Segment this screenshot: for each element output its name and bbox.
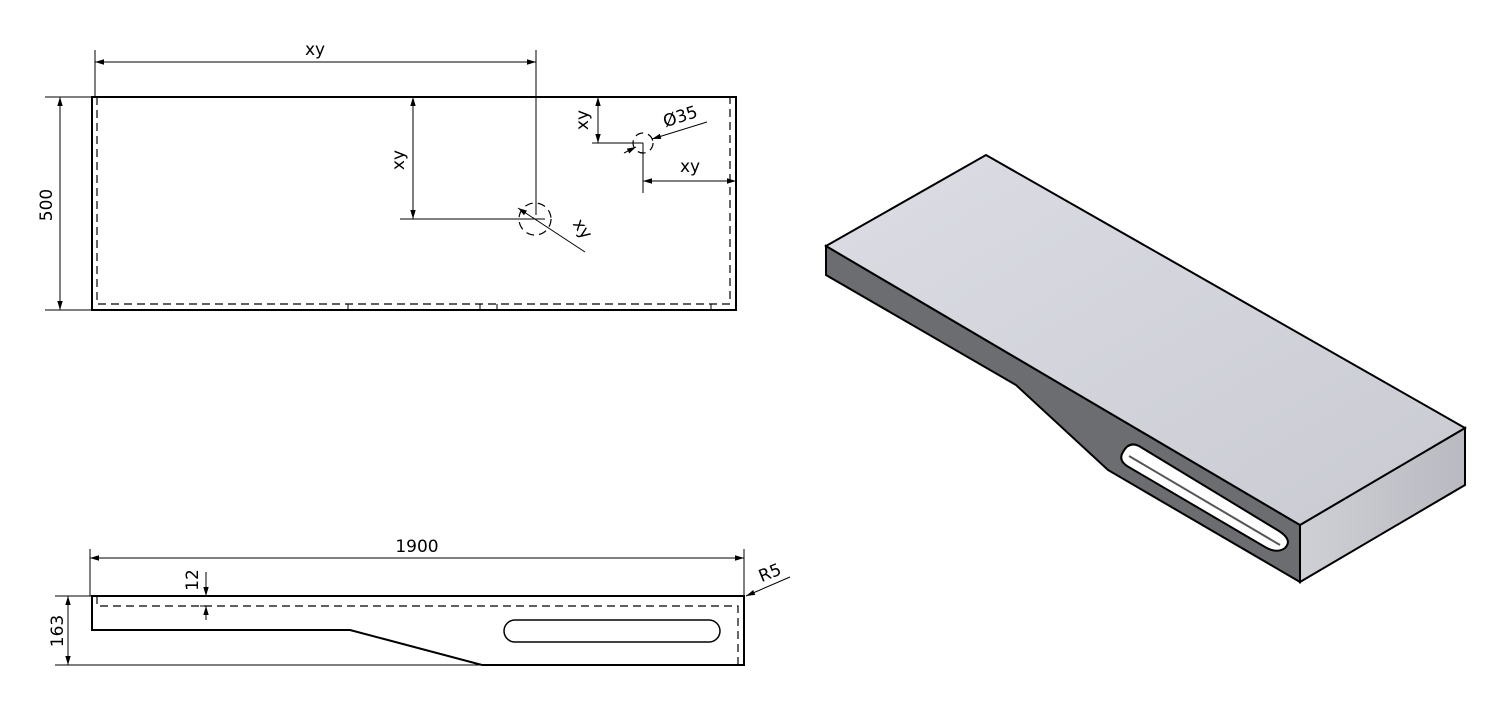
top-view-hidden-edge bbox=[96, 97, 731, 305]
side-view: 1900 163 12 R5 bbox=[48, 537, 791, 666]
dim-side-height: 163 bbox=[48, 595, 482, 666]
dim-height: 500 bbox=[37, 96, 92, 311]
dim-tap-v-label: xy bbox=[573, 110, 593, 130]
dim-thickness: 12 bbox=[183, 569, 212, 620]
top-view: xy 500 xy xy xy xy bbox=[37, 40, 737, 311]
dim-radius-label: R5 bbox=[756, 560, 784, 587]
dim-tap-dia-label: Ø35 bbox=[661, 102, 700, 132]
dim-drain-dia-label: xy bbox=[568, 215, 596, 243]
dim-tap-h-label: xy bbox=[680, 157, 700, 177]
dim-side-height-label: 163 bbox=[48, 615, 68, 647]
drain-hole: xy xy bbox=[389, 97, 596, 253]
dim-length: 1900 bbox=[89, 537, 745, 596]
dim-thickness-label: 12 bbox=[183, 569, 203, 591]
top-view-outline bbox=[91, 96, 737, 311]
dim-radius: R5 bbox=[745, 560, 791, 597]
iso-top-face bbox=[824, 153, 1467, 527]
tap-hole: xy xy Ø35 bbox=[573, 97, 736, 193]
side-view-hidden-edge bbox=[96, 596, 739, 665]
isometric-view bbox=[824, 153, 1467, 584]
dim-width: xy bbox=[94, 40, 537, 215]
slot bbox=[503, 619, 721, 643]
dim-height-label: 500 bbox=[37, 189, 57, 221]
dim-length-label: 1900 bbox=[395, 537, 438, 557]
dim-width-label: xy bbox=[305, 40, 325, 60]
dim-drain-v-label: xy bbox=[389, 150, 409, 170]
